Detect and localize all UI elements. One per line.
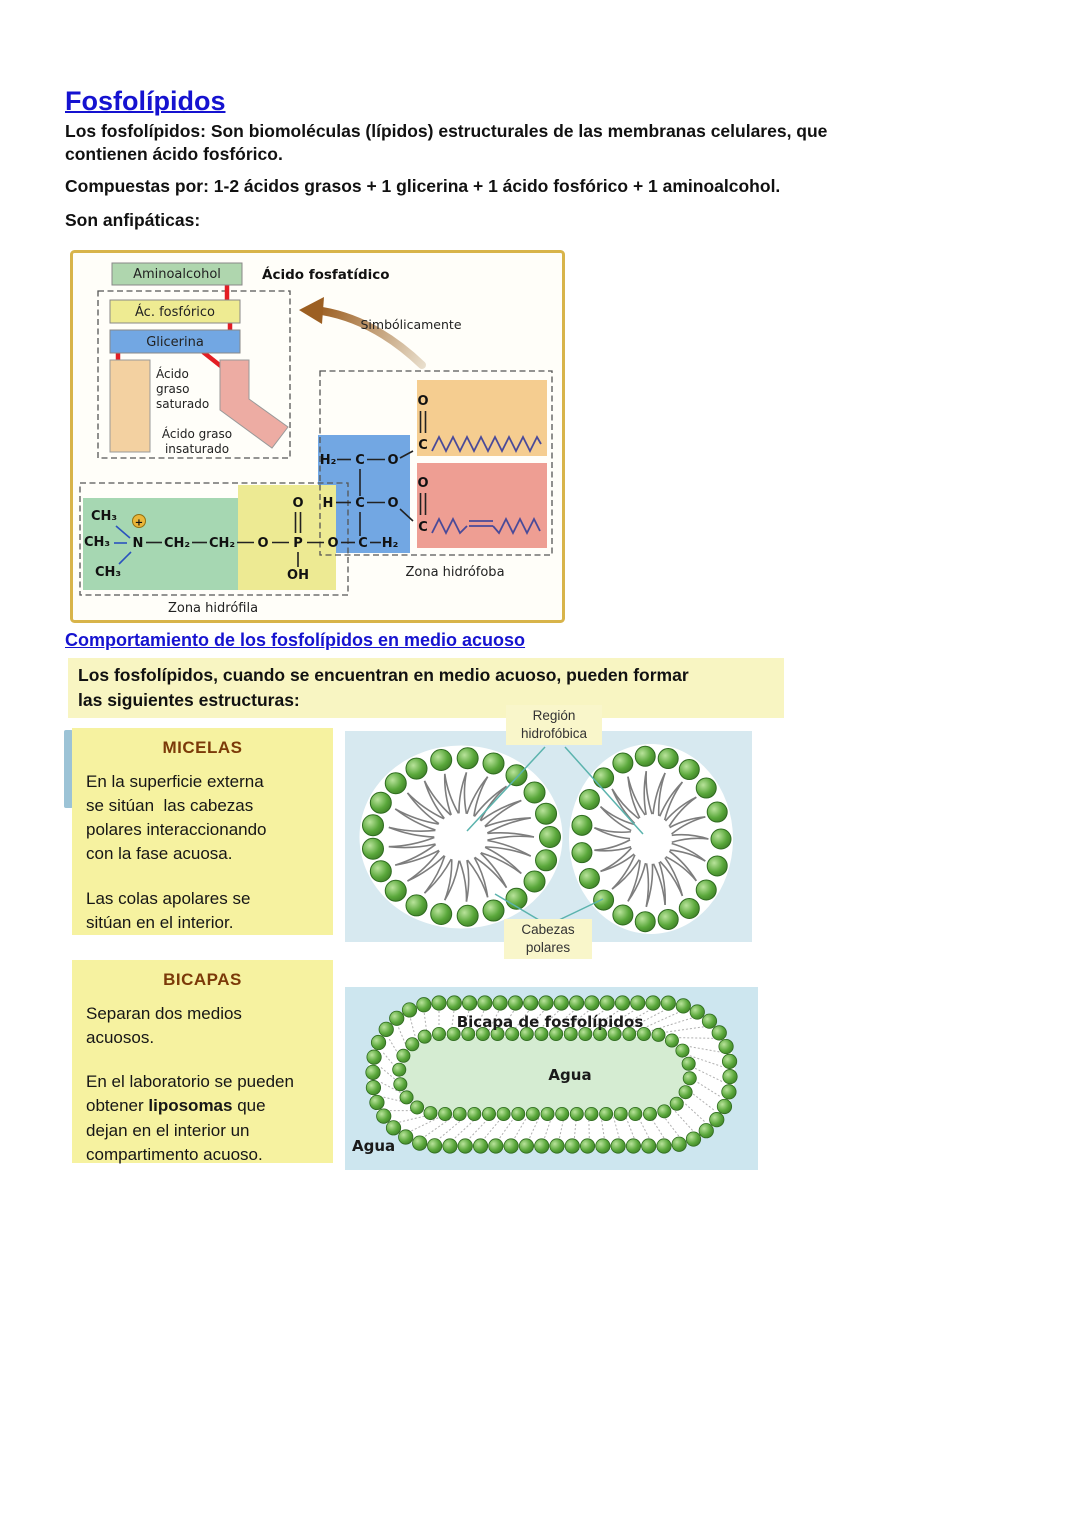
plus-charge-badge	[132, 514, 146, 528]
atom: O	[387, 496, 398, 511]
inner-water-compartment	[402, 1037, 687, 1111]
svg-text:graso: graso	[156, 382, 190, 396]
symbolically-arrowhead	[299, 297, 324, 324]
unsaturated-chain: O C	[417, 476, 541, 536]
saturated-fat-label: Ácido graso saturado	[156, 366, 209, 411]
atom: O	[417, 394, 428, 409]
atom: H₂	[382, 536, 399, 551]
unsaturated-fat-shape	[219, 359, 289, 449]
glycerol-bonds	[336, 450, 414, 544]
unsaturated-chain-bg	[417, 463, 547, 548]
atom: N	[133, 536, 144, 551]
bilayers-card: BICAPAS Separan dos medios acuosos. En e…	[72, 960, 333, 1164]
micelle-drawings	[359, 744, 733, 934]
hydrophilic-dashed-box	[79, 482, 349, 596]
phospholipid-structure-figure: Aminoalcohol Ác. fosfórico Glicerina Áci…	[70, 250, 565, 623]
composition-paragraph: Compuestas por: 1-2 ácidos grasos + 1 gl…	[65, 176, 781, 196]
micelles-paragraph-1: En la superficie externa se sitúan las c…	[86, 772, 267, 864]
atom: CH₃	[95, 565, 121, 580]
bilayers-paragraph-1: Separan dos medios acuosos.	[86, 1004, 242, 1048]
atom: O	[417, 476, 428, 491]
micelles-title: MICELAS	[162, 738, 243, 757]
page-title: Fosfolípidos	[65, 86, 226, 116]
intro-line-1: Los fosfolípidos: Son biomoléculas (lípi…	[65, 121, 828, 141]
atom: CH₃	[84, 535, 110, 550]
hydrophobic-region-label: Región hidrofóbica	[506, 705, 602, 746]
svg-text:insaturado: insaturado	[165, 442, 229, 456]
atom: C	[358, 536, 368, 551]
hydrophobic-zone-label: Zona hidrófoba	[405, 565, 504, 580]
glycerin-label: Glicerina	[146, 335, 204, 350]
liposomas-bold: liposomas	[148, 1096, 233, 1116]
saturated-fat-shape	[109, 359, 151, 453]
polar-heads-label: Cabezas polares	[504, 919, 592, 960]
bilayers-title: BICAPAS	[163, 970, 242, 989]
atom: O	[257, 536, 268, 551]
phosphoric-box	[109, 299, 241, 324]
atom: CH₃	[91, 509, 117, 524]
phosphatidic-dashed-box	[97, 290, 291, 459]
symbolically-label: Simbólicamente	[360, 317, 461, 332]
hydrophilic-bonds	[146, 512, 355, 567]
behavior-heading: Comportamiento de los fosfolípidos en me…	[65, 630, 526, 650]
phosphatidic-acid-label: Ácido fosfatídico	[262, 266, 390, 283]
nitrogen-bonds	[114, 525, 132, 565]
svg-text:Ácido: Ácido	[156, 366, 189, 381]
atom: C	[355, 496, 365, 511]
glycerin-box	[109, 329, 241, 354]
phosphoric-label: Ác. fosfórico	[135, 304, 215, 320]
atom: O	[292, 496, 303, 511]
symbolically-arrow	[318, 307, 426, 369]
svg-text:Ácido graso: Ácido graso	[162, 426, 232, 441]
atom: O	[327, 536, 338, 551]
bilayer-heads	[365, 995, 738, 1154]
unsaturated-fat-label: Ácido graso insaturado	[162, 426, 232, 456]
atom: CH₂	[164, 536, 190, 551]
atom: CH₂	[209, 536, 235, 551]
choline-bg	[83, 498, 238, 590]
micelles-card: MICELAS En la superficie externa se sitú…	[72, 728, 333, 935]
aminoalcohol-box	[111, 262, 243, 286]
behavior-intro-line-2: las siguientes estructuras:	[78, 689, 300, 710]
micelles-paragraph-2: Las colas apolares se sitúan en el inter…	[86, 888, 251, 932]
inner-water-label: Agua	[548, 1066, 591, 1084]
hydrophobic-dashed-box	[319, 370, 553, 556]
amphipathic-paragraph: Son anfipáticas:	[65, 210, 201, 230]
atom: C	[355, 453, 365, 468]
aminoalcohol-label: Aminoalcohol	[133, 267, 221, 282]
atom: C	[418, 520, 428, 535]
micelles-accent-stripe	[64, 730, 73, 808]
label-connector-lines	[466, 746, 644, 921]
bilayers-paragraph-2: En el laboratorio se pueden obtener lipo…	[86, 1072, 294, 1164]
bilayer-figure-title: Bicapa de fosfolípidos	[457, 1013, 644, 1031]
saturated-zigzag	[431, 434, 542, 454]
atom: P	[293, 536, 303, 551]
behavior-intro-box: Los fosfolípidos, cuando se encuentran e…	[68, 658, 784, 718]
intro-paragraph: Los fosfolípidos: Son biomoléculas (lípi…	[65, 120, 827, 166]
outer-water-label: Agua	[352, 1137, 395, 1155]
atom: O	[387, 453, 398, 468]
atom: OH	[287, 568, 309, 583]
saturated-chain: O C	[417, 394, 542, 454]
behavior-intro-line-1: Los fosfolípidos, cuando se encuentran e…	[78, 665, 689, 685]
micelles-figure	[345, 731, 752, 942]
glycerol-formula: H₂ C O H C O C H₂	[320, 453, 399, 551]
atom: C	[418, 438, 428, 453]
hydrophilic-zone-label: Zona hidrófila	[168, 601, 258, 616]
hydrophilic-formula: CH₃ CH₃ CH₃ + N CH₂ CH₂ O P O O OH	[84, 496, 339, 583]
bilayer-figure: Bicapa de fosfolípidos Agua Agua	[345, 987, 758, 1170]
atom: H₂	[320, 453, 337, 468]
intro-line-2: contienen ácido fosfórico.	[65, 143, 283, 164]
svg-text:saturado: saturado	[156, 397, 209, 411]
plus-sign: +	[135, 518, 143, 529]
atom: H	[323, 496, 334, 511]
